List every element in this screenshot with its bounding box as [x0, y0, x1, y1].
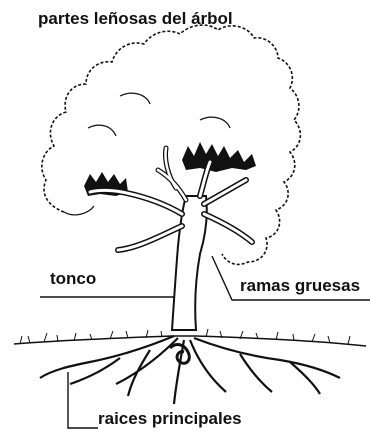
label-roots: raices principales	[98, 409, 242, 429]
foliage-cluster-right	[182, 142, 256, 172]
branch-left	[90, 191, 182, 251]
roots	[40, 336, 340, 404]
label-trunk: tonco	[50, 269, 96, 289]
label-branches: ramas gruesas	[240, 276, 360, 296]
branch-left-inner	[90, 191, 182, 251]
branch-up-left-inner	[158, 148, 186, 200]
pointer-roots	[68, 372, 98, 428]
root-tangle	[170, 345, 189, 364]
diagram-title: partes leñosas del árbol	[38, 9, 233, 29]
trunk	[172, 196, 207, 330]
